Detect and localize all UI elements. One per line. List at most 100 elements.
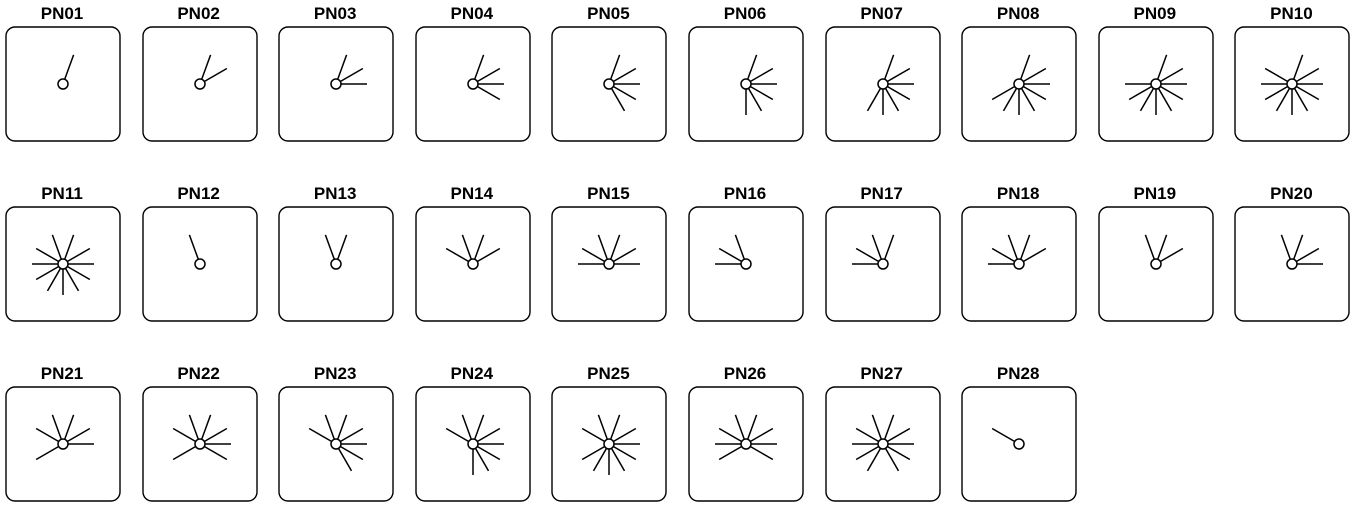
ray-line	[66, 265, 91, 281]
ray-line	[611, 87, 626, 112]
pattern-label: PN17	[860, 184, 903, 203]
pattern-symbol	[141, 206, 258, 322]
ray-line	[1023, 85, 1047, 101]
ray-line	[476, 85, 501, 101]
center-dot	[876, 438, 889, 450]
ray-line	[1265, 67, 1289, 83]
ray-line	[883, 234, 894, 260]
pattern-label: PN18	[996, 184, 1040, 203]
pattern-tile-pn06: PN06	[683, 0, 807, 155]
ray-line	[884, 87, 899, 112]
ray-line	[610, 54, 621, 80]
ray-line	[871, 234, 882, 260]
center-dot	[876, 78, 889, 90]
ray-line	[1023, 67, 1047, 83]
ray-line	[991, 247, 1016, 263]
ray-line	[203, 445, 227, 461]
ray-line	[64, 414, 75, 440]
ray-line	[1159, 247, 1184, 263]
ray-line	[718, 445, 743, 461]
pattern-symbol	[278, 386, 394, 502]
ray-line	[461, 414, 472, 440]
pattern-symbol	[141, 386, 258, 502]
ray-line	[66, 247, 91, 263]
ray-line	[1007, 234, 1019, 260]
ray-line	[1023, 247, 1047, 263]
ray-line	[64, 267, 80, 292]
ray-line	[324, 414, 336, 440]
pattern-label: PN20	[1270, 184, 1313, 203]
ray-line	[883, 414, 894, 440]
ray-line	[886, 67, 910, 83]
ray-line	[188, 234, 199, 260]
ray-line	[718, 247, 743, 263]
pattern-label: PN23	[313, 364, 357, 383]
ray-line	[1020, 234, 1031, 260]
pattern-tile-pn22: PN22	[137, 360, 261, 515]
pattern-symbol	[1098, 206, 1214, 322]
pattern-symbol	[415, 206, 531, 322]
pattern-tile-pn27: PN27	[820, 360, 944, 515]
ray-line	[610, 234, 621, 260]
ray-line	[172, 445, 196, 461]
ray-line	[340, 445, 364, 461]
pattern-label: PN16	[723, 184, 767, 203]
ray-line	[1293, 54, 1304, 80]
pattern-label: PN11	[41, 184, 83, 203]
ray-line	[747, 54, 758, 80]
ray-line	[855, 445, 879, 461]
pattern-tile-pn03: PN03	[273, 0, 397, 155]
pattern-symbol	[961, 206, 1077, 322]
pattern-label: PN05	[587, 4, 630, 23]
pattern-tile-pn26: PN26	[683, 360, 807, 515]
ray-line	[200, 54, 211, 80]
pattern-symbol	[824, 206, 941, 322]
pattern-label: PN21	[40, 364, 84, 383]
ray-line	[1159, 85, 1184, 101]
pattern-tile-pn05: PN05	[546, 0, 670, 155]
pattern-symbol	[1234, 206, 1351, 322]
ray-line	[749, 427, 774, 443]
pattern-label: PN27	[860, 364, 903, 383]
ray-line	[1276, 87, 1291, 112]
pattern-tile-pn19: PN19	[1093, 180, 1217, 335]
pattern-label: PN14	[450, 184, 494, 203]
center-dot	[193, 438, 206, 450]
ray-line	[613, 67, 637, 83]
ray-line	[991, 85, 1016, 101]
ray-line	[1296, 67, 1320, 83]
pattern-tile-pn11: PN11	[0, 180, 124, 335]
pattern-tile-pn04: PN04	[410, 0, 534, 155]
ray-line	[46, 267, 62, 292]
center-dot	[740, 438, 752, 450]
ray-line	[476, 445, 501, 461]
pattern-tile-pn01: PN01	[0, 0, 124, 155]
ray-line	[1156, 234, 1168, 260]
ray-line	[340, 427, 364, 443]
ray-line	[1281, 234, 1292, 260]
pattern-symbol	[688, 26, 804, 142]
pattern-label: PN10	[1270, 4, 1313, 23]
ray-line	[749, 67, 774, 83]
pattern-label: PN15	[587, 184, 630, 203]
pattern-tile-pn21: PN21	[0, 360, 124, 515]
ray-line	[35, 445, 60, 461]
ray-line	[1159, 67, 1184, 83]
center-dot	[1013, 258, 1025, 270]
ray-line	[749, 445, 774, 461]
center-dot	[740, 258, 752, 270]
center-dot	[1286, 78, 1299, 90]
ray-line	[473, 234, 485, 260]
pattern-tile-pn13: PN13	[273, 180, 397, 335]
pattern-tile-pn10: PN10	[1229, 0, 1353, 155]
ray-line	[188, 414, 199, 440]
ray-line	[473, 414, 485, 440]
center-dot	[603, 78, 616, 90]
ray-line	[1296, 247, 1320, 263]
ray-line	[613, 247, 637, 263]
pattern-symbol	[961, 386, 1077, 502]
center-dot	[193, 258, 206, 270]
pattern-label: PN09	[1133, 4, 1177, 23]
center-dot	[330, 258, 342, 270]
ray-line	[582, 445, 606, 461]
